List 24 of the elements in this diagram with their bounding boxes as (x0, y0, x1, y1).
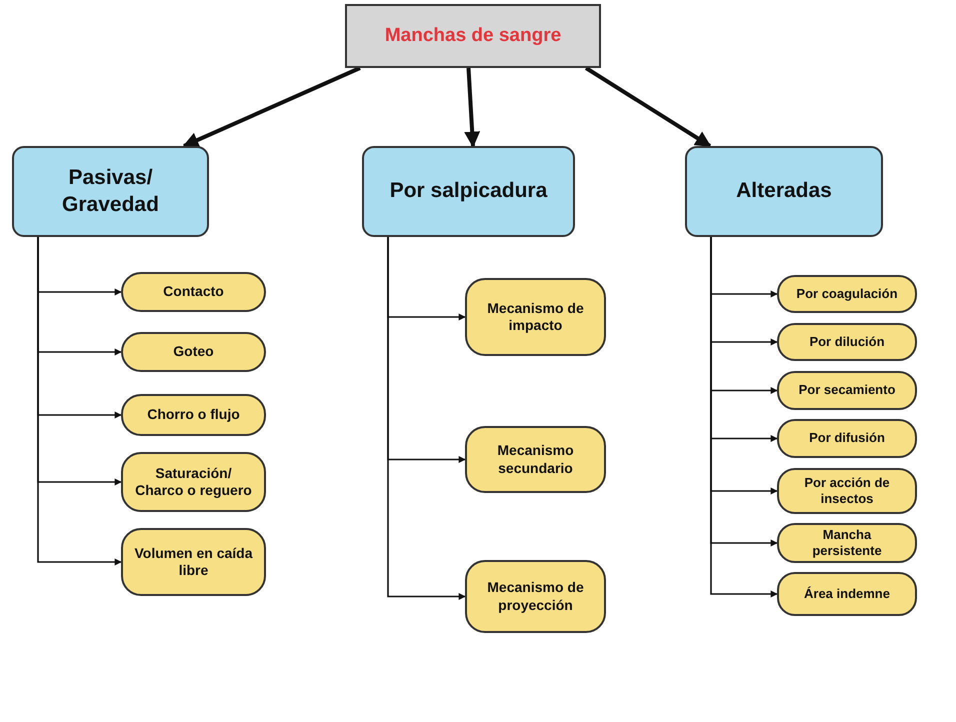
type-pill: Contacto (121, 272, 266, 312)
type-pill: Saturación/ Charco o reguero (121, 452, 266, 512)
category-box: Pasivas/ Gravedad (12, 146, 209, 237)
type-pill: Mecanismo de proyección (465, 560, 606, 633)
arrow (387, 237, 466, 600)
type-pill: Por acción de insectos (777, 468, 917, 514)
arrow (37, 237, 122, 566)
type-pill: Mecanismo de impacto (465, 278, 606, 356)
arrow (584, 66, 712, 148)
category-box: Alteradas (685, 146, 883, 237)
type-pill: Chorro o flujo (121, 394, 266, 436)
type-pill: Volumen en caída libre (121, 528, 266, 596)
type-pill: Por difusión (777, 419, 917, 458)
type-pill: Por dilución (777, 323, 917, 361)
type-pill: Área indemne (777, 572, 917, 616)
type-pill: Mancha persistente (777, 523, 917, 563)
arrow (464, 68, 480, 148)
title-box: Manchas de sangre (345, 4, 601, 68)
category-box: Por salpicadura (362, 146, 575, 237)
type-pill: Mecanismo secundario (465, 426, 606, 493)
arrow (182, 66, 361, 148)
type-pill: Por secamiento (777, 371, 917, 410)
type-pill: Goteo (121, 332, 266, 372)
type-pill: Por coagulación (777, 275, 917, 313)
